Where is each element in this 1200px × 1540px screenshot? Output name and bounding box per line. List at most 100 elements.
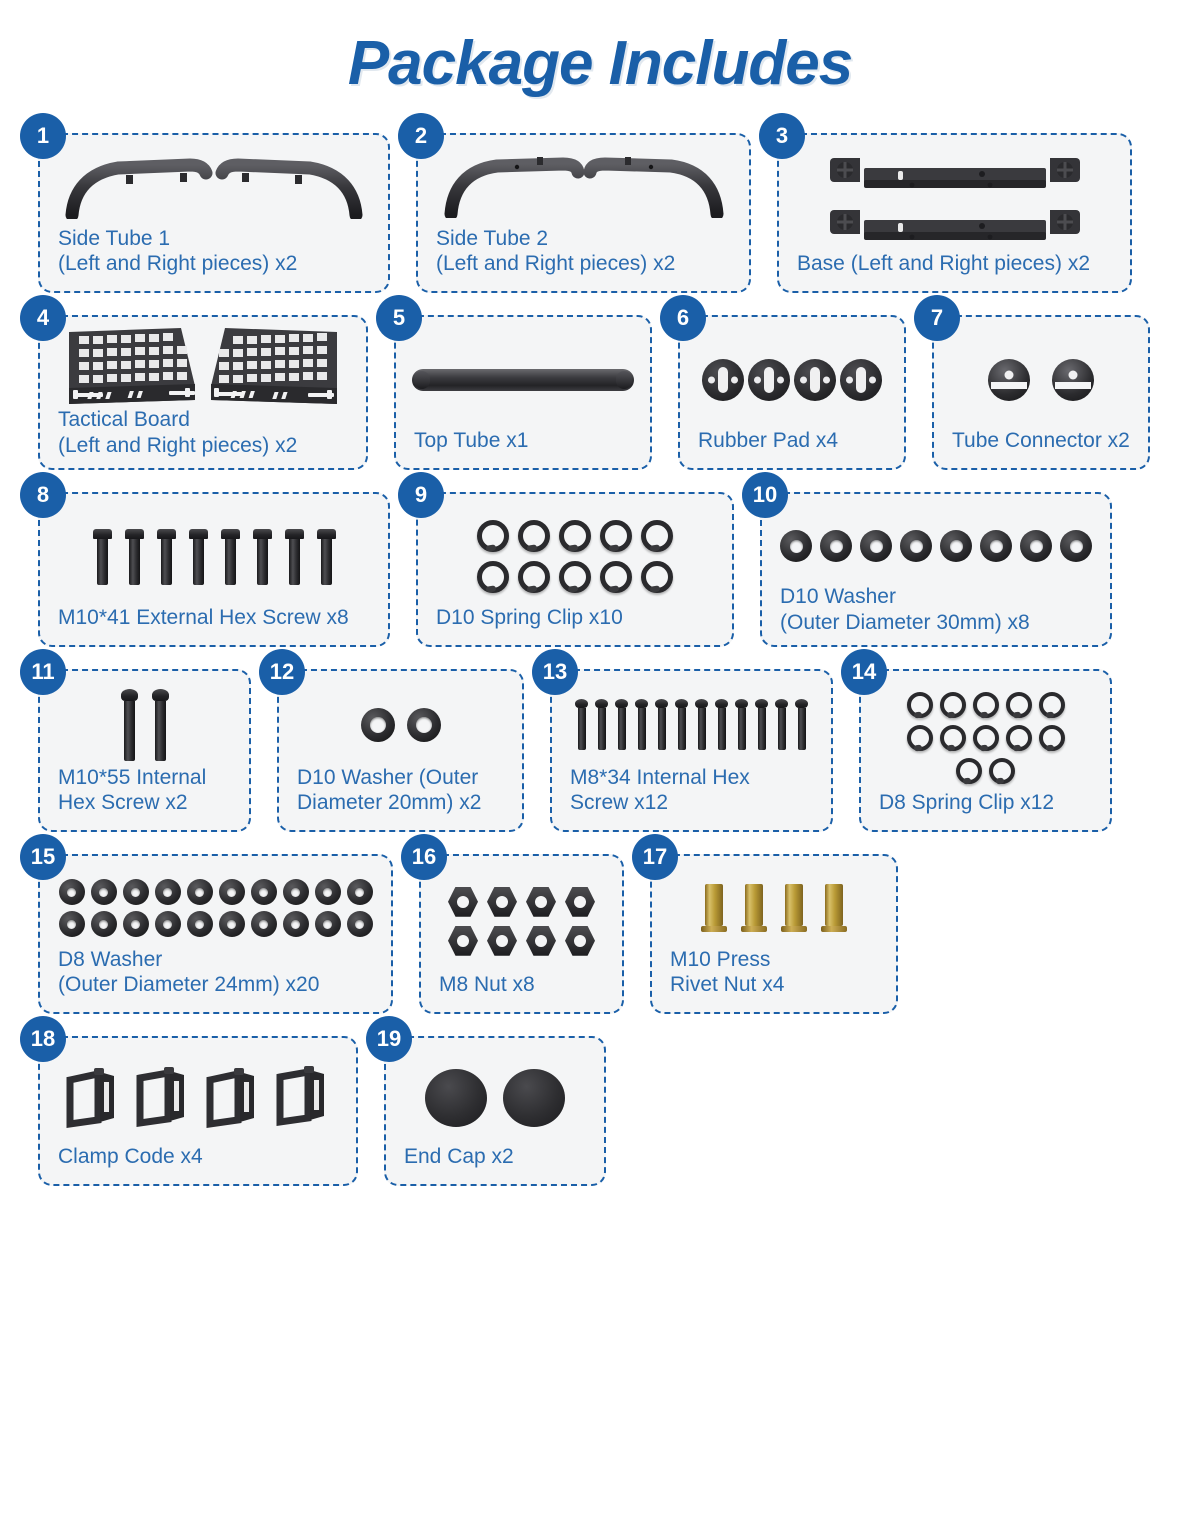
internal-hex-bolt-icon: [695, 699, 708, 751]
clamp-icon: [276, 1066, 324, 1127]
part-card-5: 5 Top Tube x1: [376, 295, 652, 470]
washer-icon: [250, 879, 277, 906]
part-card-4: 4: [20, 295, 368, 470]
spring-clip-icon: [600, 561, 632, 594]
internal-hex-bolt-icon: [775, 699, 788, 751]
washer-icon: [154, 879, 181, 906]
part-number-badge: 10: [742, 472, 788, 518]
part-label: D8 Spring Clip x12: [879, 791, 1055, 815]
part-image-hex-nuts-8: [435, 874, 608, 970]
washer-icon: [314, 879, 341, 906]
washer-icon: [406, 707, 441, 742]
hex-bolt-icon: [156, 528, 176, 585]
spring-clip-icon: [641, 520, 673, 553]
part-label: Base (Left and Right pieces) x2: [797, 252, 1090, 276]
internal-hex-bolt-icon: [120, 688, 138, 761]
part-label: Tactical Board (Left and Right pieces) x…: [58, 408, 298, 457]
part-label: Rubber Pad x4: [698, 429, 839, 453]
washer-icon: [860, 530, 892, 562]
spring-clip-icon: [906, 691, 933, 718]
part-number-badge: 17: [632, 834, 678, 880]
washer-icon: [90, 911, 117, 938]
spring-clip-icon: [1038, 691, 1065, 718]
spring-clip-icon: [559, 561, 591, 594]
part-label: M8*34 Internal Hex Screw x12: [570, 765, 750, 815]
spring-clip-icon: [600, 520, 632, 553]
part-image-tube-connectors: [948, 335, 1134, 426]
washer-icon: [186, 879, 213, 906]
part-card-9: 9 D10 Spring Clip x10: [398, 472, 734, 647]
part-card-6: 6 Rubber Pad x4: [660, 295, 906, 470]
washer-icon: [346, 879, 373, 906]
part-label: End Cap x2: [404, 1145, 514, 1169]
part-number-badge: 1: [20, 113, 66, 159]
part-number-badge: 5: [376, 295, 422, 341]
spring-clip-icon: [477, 520, 509, 553]
washer-icon: [250, 911, 277, 938]
part-label: D10 Spring Clip x10: [436, 606, 623, 630]
washer-icon: [58, 879, 85, 906]
part-label: Top Tube x1: [414, 429, 529, 453]
part-number-badge: 6: [660, 295, 706, 341]
part-card-16: 16 M8 Nut x8: [401, 834, 624, 1014]
part-card-10: 10 D10 Washer (Outer Diameter 30mm) x8: [742, 472, 1112, 647]
part-card-2: 2: [398, 113, 751, 293]
spring-clip-icon: [906, 724, 933, 751]
part-image-top-tube: [410, 335, 636, 426]
rivet-nut-icon: [701, 884, 727, 933]
part-card-18: 18: [20, 1016, 358, 1186]
hex-bolt-icon: [316, 528, 336, 585]
clamp-icon: [206, 1068, 254, 1129]
parts-row: 8 M10*41 External Hex Screw x8 9: [20, 472, 1162, 647]
internal-hex-bolt-icon: [795, 699, 808, 751]
end-cap-icon: [503, 1069, 565, 1128]
spring-clip-icon: [477, 561, 509, 594]
hex-nut-icon: [526, 925, 556, 956]
internal-hex-bolt-icon: [635, 699, 648, 751]
hex-nut-icon: [448, 886, 478, 917]
spring-clip-icon: [972, 691, 999, 718]
parts-row: 4: [20, 295, 1162, 470]
tube-connector-icon: [988, 358, 1030, 401]
rubber-pad-icon: [748, 358, 790, 401]
part-card-7: 7 Tube Connector x2: [914, 295, 1150, 470]
internal-hex-bolt-icon: [575, 699, 588, 751]
internal-hex-bolt-icon: [715, 699, 728, 751]
part-label: Tube Connector x2: [952, 429, 1130, 453]
washer-icon: [58, 911, 85, 938]
parts-row: 15: [20, 834, 1162, 1014]
washer-icon: [90, 879, 117, 906]
spring-clip-icon: [1005, 691, 1032, 718]
part-number-badge: 8: [20, 472, 66, 518]
parts-row: 18: [20, 1016, 1162, 1186]
part-image-washers-8: [776, 512, 1096, 582]
spring-clip-icon: [1005, 724, 1032, 751]
part-label: D10 Washer (Outer Diameter 30mm) x8: [780, 585, 1030, 634]
rivet-nut-icon: [821, 884, 847, 933]
part-image-spring-clips-10: [432, 512, 718, 603]
part-label: Side Tube 2 (Left and Right pieces) x2: [436, 226, 676, 276]
washer-icon: [820, 530, 852, 562]
spring-clip-icon: [559, 520, 591, 553]
hex-nut-icon: [526, 886, 556, 917]
part-number-badge: 9: [398, 472, 444, 518]
spring-clip-icon: [956, 757, 982, 784]
part-image-rivet-nuts-4: [666, 874, 882, 945]
part-number-badge: 3: [759, 113, 805, 159]
part-card-19: 19 End Cap x2: [366, 1016, 606, 1186]
part-number-badge: 12: [259, 649, 305, 695]
hex-nut-icon: [565, 886, 595, 917]
hex-bolt-icon: [92, 528, 112, 585]
washer-icon: [122, 911, 149, 938]
washer-icon: [314, 911, 341, 938]
part-image-side-tube-2: [432, 153, 735, 224]
internal-hex-bolt-icon: [675, 699, 688, 751]
clamp-icon: [136, 1067, 184, 1128]
rivet-nut-icon: [781, 884, 807, 933]
rubber-pad-icon: [794, 358, 836, 401]
part-card-3: 3: [759, 113, 1132, 293]
part-image-end-caps-2: [400, 1056, 590, 1142]
part-card-14: 14 D8 Spring Clip x12: [841, 649, 1112, 832]
washer-icon: [900, 530, 932, 562]
spring-clip-icon: [939, 691, 966, 718]
